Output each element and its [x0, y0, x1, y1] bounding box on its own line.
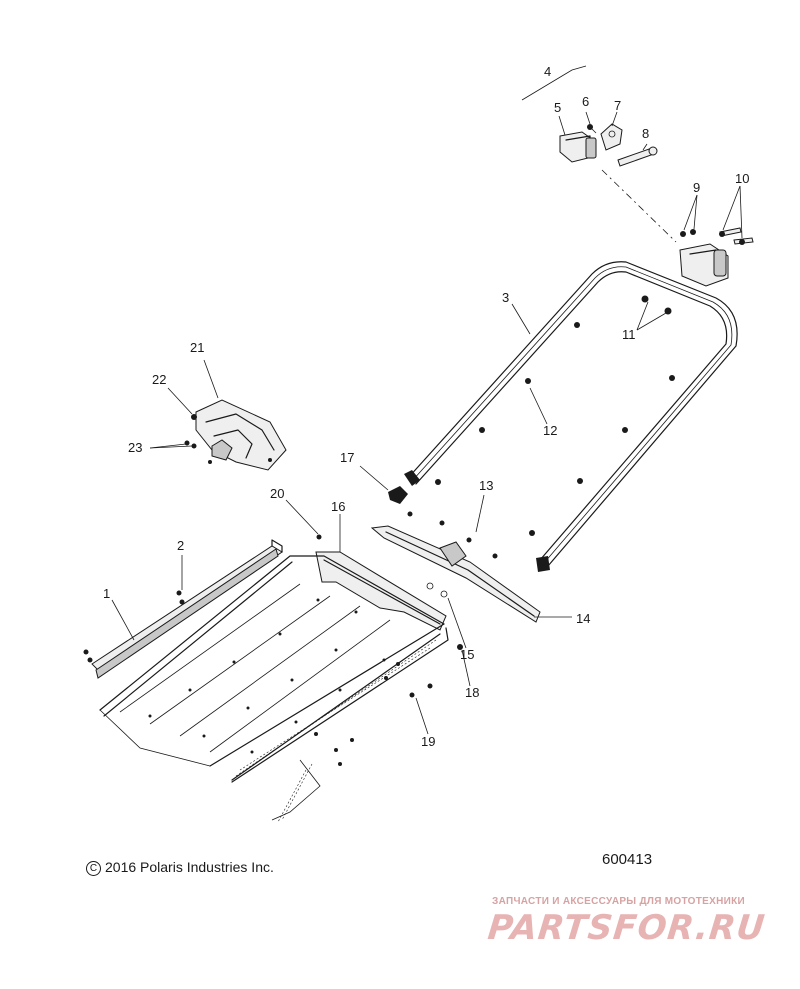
callout-15: 15 — [460, 647, 474, 662]
part-16-panel — [315, 534, 447, 631]
part-21-mount — [184, 399, 287, 471]
callout-labels: 1 2 3 4 5 6 7 8 9 10 11 12 13 14 15 16 1… — [103, 64, 749, 749]
callout-7: 7 — [614, 98, 621, 113]
hinge-assembly — [559, 123, 754, 287]
copyright-icon: C — [86, 861, 101, 876]
watermark-tagline: ЗАПЧАСТИ И АКСЕССУАРЫ ДЛЯ МОТОТЕХНИКИ — [492, 896, 745, 907]
callout-20: 20 — [270, 486, 284, 501]
callout-10: 10 — [735, 171, 749, 186]
callout-4: 4 — [544, 64, 551, 79]
leader-lines — [111, 65, 743, 735]
rail-bolts — [435, 295, 675, 536]
callout-12: 12 — [543, 423, 557, 438]
copyright-text: 2016 Polaris Industries Inc. — [105, 859, 274, 875]
callout-18: 18 — [465, 685, 479, 700]
callout-6: 6 — [582, 94, 589, 109]
callout-8: 8 — [642, 126, 649, 141]
callout-16: 16 — [331, 499, 345, 514]
callout-13: 13 — [479, 478, 493, 493]
watermark-logo: PARTSFOR.RU — [485, 908, 768, 948]
part-17-block — [388, 486, 408, 504]
callout-23: 23 — [128, 440, 142, 455]
diagram-number: 600413 — [602, 851, 653, 868]
callout-2: 2 — [177, 538, 184, 553]
callout-5: 5 — [554, 100, 561, 115]
copyright-notice: C 2016 Polaris Industries Inc. — [86, 859, 274, 876]
callout-1: 1 — [103, 586, 110, 601]
callout-21: 21 — [190, 340, 204, 355]
part-14-bracket — [370, 511, 541, 623]
cargo-bed — [99, 555, 463, 823]
callout-17: 17 — [340, 450, 354, 465]
part-3-rail — [404, 261, 738, 572]
part-1-side-rail — [83, 539, 283, 679]
callout-3: 3 — [502, 290, 509, 305]
callout-19: 19 — [421, 734, 435, 749]
callout-9: 9 — [693, 180, 700, 195]
callout-22: 22 — [152, 372, 166, 387]
callout-11: 11 — [622, 327, 636, 342]
callout-14: 14 — [576, 611, 590, 626]
